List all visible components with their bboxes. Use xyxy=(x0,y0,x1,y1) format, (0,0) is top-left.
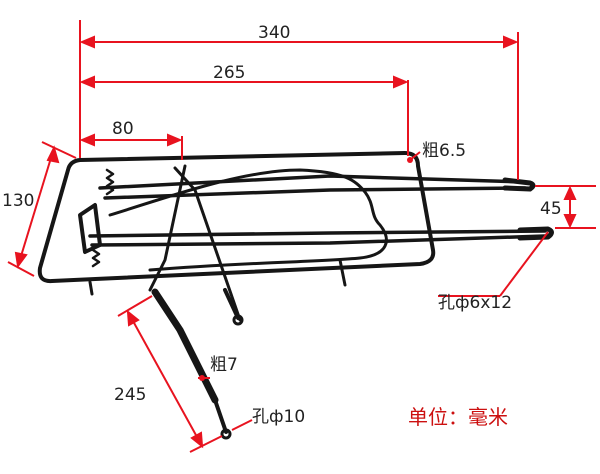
arrow-245-bottom xyxy=(190,431,204,449)
marker-strut xyxy=(199,375,205,381)
lower-tab xyxy=(223,288,240,320)
ext-130-bottom xyxy=(7,261,35,277)
arrow-265-right xyxy=(393,75,409,89)
arrow-130-bottom xyxy=(14,251,28,269)
arrow-45-bottom xyxy=(563,214,577,229)
arrow-130-top xyxy=(46,145,60,164)
dim-label-80: 80 xyxy=(112,119,134,139)
dim-label-245: 245 xyxy=(114,385,146,405)
ext-130-top xyxy=(41,141,77,159)
mount-tab-upper xyxy=(502,177,536,192)
spring-upper xyxy=(105,168,115,196)
leader-slot-hole xyxy=(499,231,549,297)
strut-hole-ring xyxy=(220,428,232,440)
spring-wire xyxy=(108,168,388,272)
strut-leg xyxy=(151,288,219,404)
arrow-340-right xyxy=(503,35,519,49)
dim-label-130: 130 xyxy=(2,191,34,211)
spring-lower xyxy=(91,248,101,268)
cross-brace-2 xyxy=(148,164,187,292)
marker-tube xyxy=(407,157,413,163)
arrow-80-right xyxy=(167,133,183,147)
arrow-340-left xyxy=(79,35,95,49)
arrow-245-top xyxy=(126,309,140,327)
marker-dots xyxy=(199,157,413,381)
rear-stub xyxy=(338,258,347,287)
ext-245-bottom xyxy=(189,435,223,453)
rail-4 xyxy=(90,234,547,247)
unit-label: 单位：毫米 xyxy=(408,405,508,429)
strut-tip xyxy=(213,398,228,434)
rail-3 xyxy=(88,229,547,238)
dimension-lines xyxy=(7,20,596,453)
annotation-strut-thickness: 粗7 xyxy=(210,355,238,375)
mount-tab-lower xyxy=(517,226,554,241)
dim-label-45: 45 xyxy=(540,199,562,219)
dim-label-340: 340 xyxy=(258,23,290,43)
dim-label-265: 265 xyxy=(213,63,245,83)
ext-245-top xyxy=(117,295,153,317)
leader-strut-hole xyxy=(231,419,253,431)
dim-line-245 xyxy=(127,311,203,447)
outer-frame xyxy=(37,151,436,284)
annotation-tube-thickness: 粗6.5 xyxy=(422,141,466,161)
rail-1 xyxy=(98,174,527,190)
arrow-80-left xyxy=(79,133,95,147)
lower-tab-ring xyxy=(232,314,244,326)
annotation-strut-hole: 孔ф10 xyxy=(252,407,305,427)
arrow-265-left xyxy=(79,75,95,89)
rear-stub-2 xyxy=(88,280,94,296)
rear-clamp xyxy=(78,203,102,254)
arrow-45-top xyxy=(563,185,577,200)
dim-line-130 xyxy=(17,147,55,267)
annotation-slot-hole: 孔ф6x12 xyxy=(438,293,512,313)
